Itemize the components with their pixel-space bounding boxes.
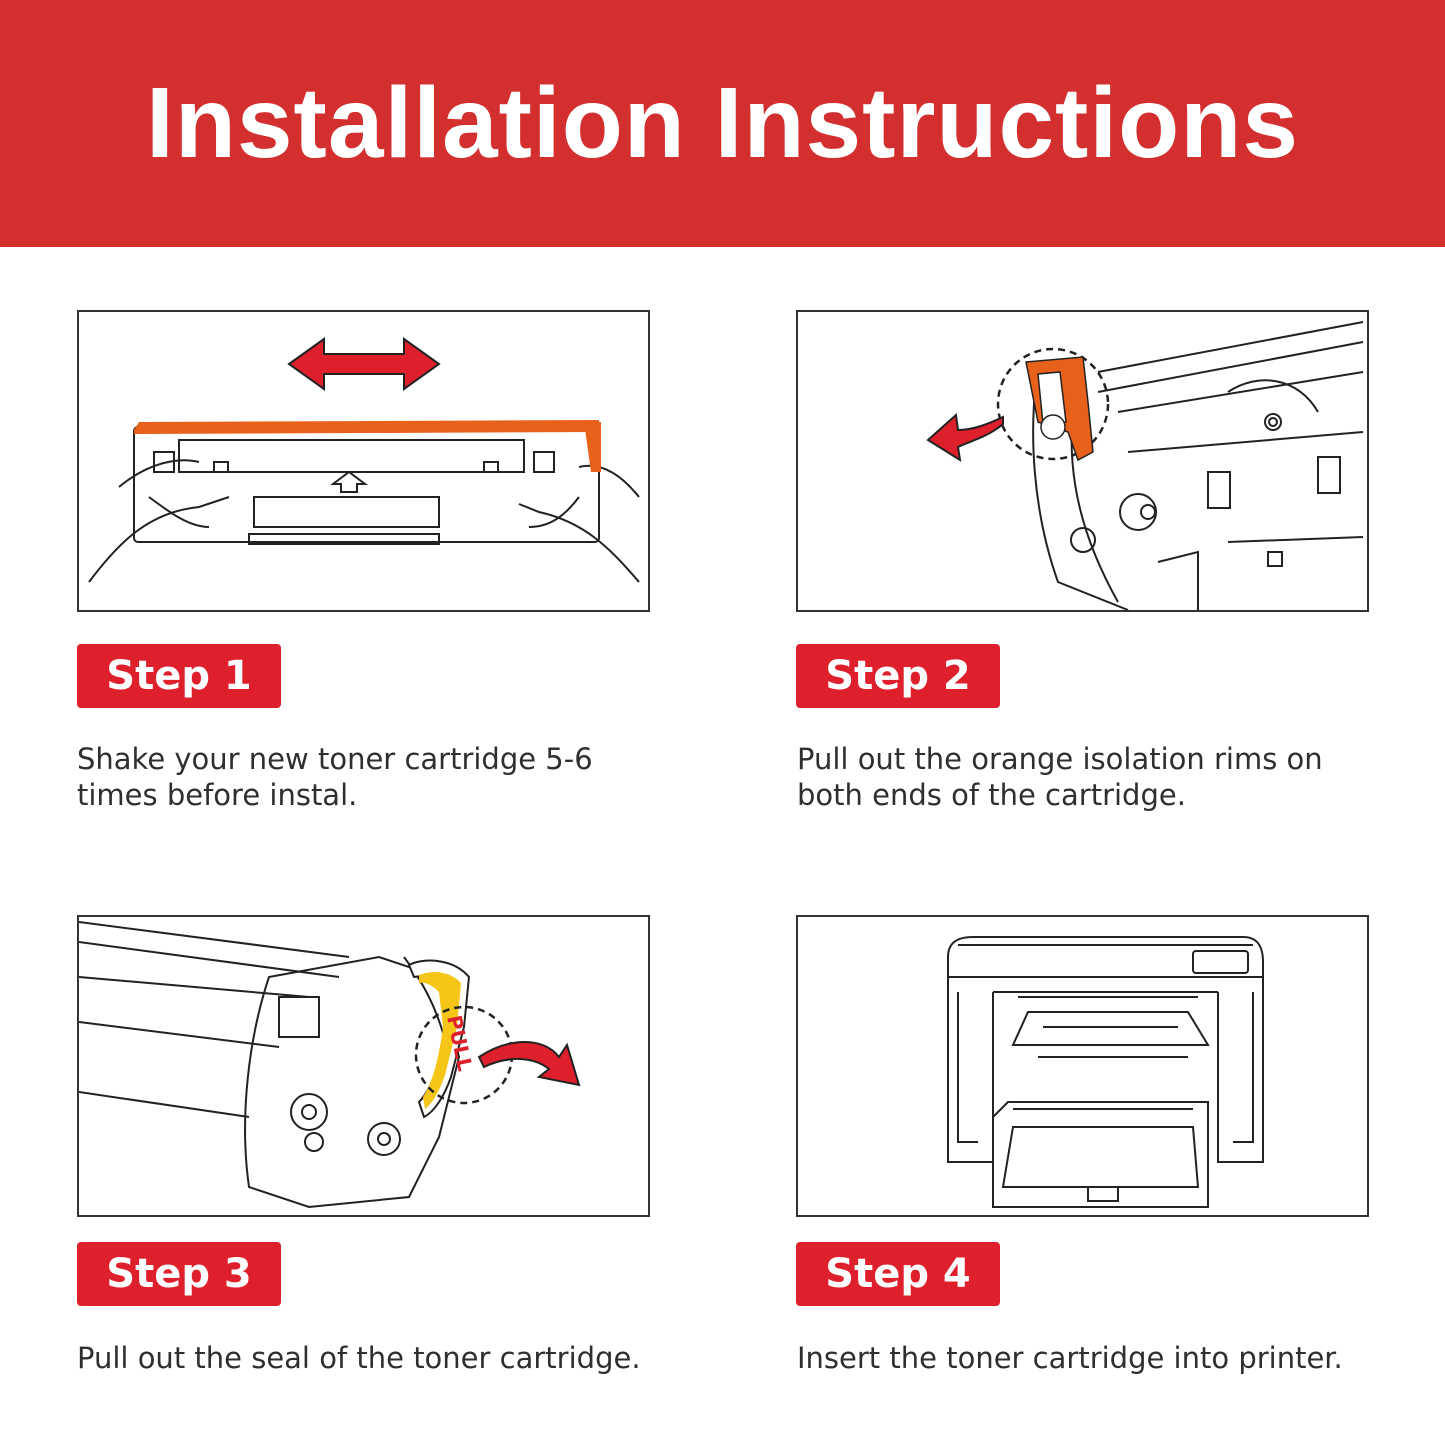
double-arrow-icon	[287, 337, 441, 391]
step-2-description: Pull out the orange isolation rims on bo…	[797, 742, 1323, 812]
pull-seal-illustration: PULL	[79, 921, 581, 1209]
step-2-badge: Step 2	[796, 644, 1000, 708]
curved-arrow-left-icon	[926, 412, 1004, 463]
curved-arrow-right-icon	[477, 1041, 581, 1087]
header-banner: Installation Instructions	[0, 0, 1445, 247]
remove-rims-illustration	[926, 321, 1364, 610]
printer-illustration	[947, 936, 1264, 1208]
step-2-illustration	[796, 310, 1369, 612]
step-3-badge: Step 3	[77, 1242, 281, 1306]
step-4-description: Insert the toner cartridge into printer.	[797, 1341, 1343, 1375]
step-4-illustration	[796, 915, 1369, 1217]
step-3-illustration: PULL	[77, 915, 650, 1217]
shake-cartridge-illustration	[88, 337, 640, 583]
step-1-badge: Step 1	[77, 644, 281, 708]
step-4-badge: Step 4	[796, 1242, 1000, 1306]
step-1-description: Shake your new toner cartridge 5-6 times…	[77, 742, 593, 812]
step-1-illustration	[77, 310, 650, 612]
page-title: Installation Instructions	[146, 67, 1299, 179]
step-3-description: Pull out the seal of the toner cartridge…	[77, 1341, 641, 1375]
